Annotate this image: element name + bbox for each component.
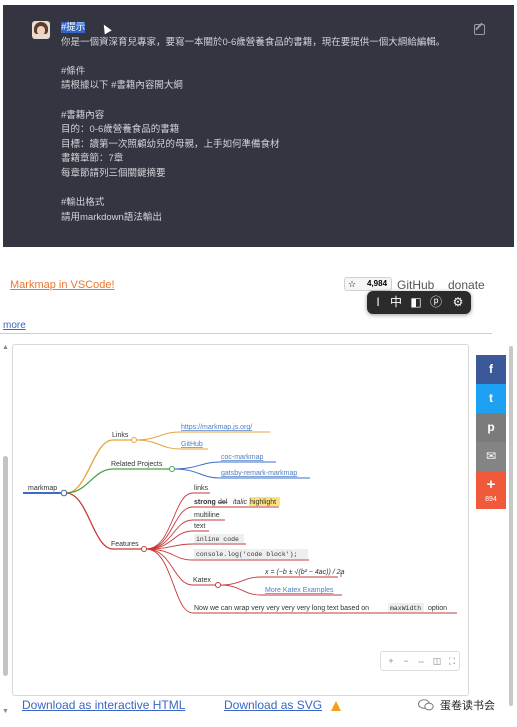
fullscreen-icon[interactable]: ⛶ [448, 656, 456, 666]
github-star-button[interactable]: ☆ 4,984 [344, 277, 392, 291]
gatsby-markmap-link[interactable]: gatsby-remark-markmap [221, 470, 297, 477]
mindmap-canvas[interactable]: markmap Links https://markmap.js.org/ Gi… [12, 344, 469, 696]
contrast-icon[interactable]: ◧ [410, 295, 422, 309]
prompt-line: 書籍章節：7章 [61, 153, 124, 165]
text-cursor-icon: I [340, 572, 342, 579]
feature-inline-code: inline code [196, 536, 239, 543]
mindmap-svg: markmap Links https://markmap.js.org/ Gi… [23, 424, 457, 614]
feature-highlight: highlight [250, 499, 276, 506]
scroll-down-icon[interactable]: ▼ [2, 708, 9, 715]
zoom-controls: + − ⇔ ◫ ⛶ [380, 651, 460, 671]
feature-del: del [218, 499, 228, 506]
user-avatar [32, 21, 50, 39]
download-html-link[interactable]: Download as interactive HTML [22, 698, 186, 712]
feature-strong: strong [194, 499, 216, 506]
feature-italic: italic [233, 499, 248, 506]
features-node[interactable]: Features [111, 541, 139, 548]
email-icon[interactable]: ✉ [476, 442, 506, 471]
toggle-icon[interactable]: ◫ [432, 656, 442, 666]
facebook-icon[interactable]: f [476, 355, 506, 384]
share-more-button[interactable]: + 894 [476, 471, 506, 509]
feature-code-block: console.log('code block'); [196, 551, 297, 558]
scroll-up-icon[interactable]: ▲ [2, 344, 9, 351]
share-sidebar: f t p ✉ + 894 [476, 355, 506, 509]
zoom-out-icon[interactable]: − [403, 656, 409, 666]
chat-message-panel: #提示 你是一個資深育兒專家，要寫一本關於0-6歲營養食品的書籍，現在要提供一個… [3, 5, 514, 247]
more-link[interactable]: more [3, 320, 26, 331]
edit-icon[interactable] [474, 24, 485, 35]
vscode-link[interactable]: Markmap in VSCode! [10, 279, 115, 291]
wrap-code: maxWidth [390, 605, 421, 612]
divider [0, 333, 492, 334]
github-node-link[interactable]: GitHub [181, 441, 203, 448]
markmap-site-link[interactable]: https://markmap.js.org/ [181, 424, 252, 431]
twitter-icon[interactable]: t [476, 384, 506, 413]
scroll-thumb[interactable] [509, 346, 513, 706]
prompt-line: 請用markdown語法輸出 [61, 211, 162, 223]
prompt-line: 每章節請列三個關鍵摘要 [61, 167, 166, 179]
links-node[interactable]: Links [112, 432, 129, 439]
floating-toolbar: I 中 ◧ ⓟ ⚙ [367, 291, 471, 314]
donate-link[interactable]: donate [448, 278, 485, 292]
github-link[interactable]: GitHub [397, 278, 435, 292]
related-projects-node[interactable]: Related Projects [111, 461, 163, 468]
share-count: 894 [485, 496, 497, 503]
gear-icon[interactable]: ⚙ [452, 295, 464, 309]
print-icon[interactable]: p [476, 413, 506, 442]
scroll-thumb[interactable] [3, 456, 8, 676]
prompt-line: 你是一個資深育兒專家，要寫一本關於0-6歲營養食品的書籍，現在要提供一個大綱給編… [61, 36, 446, 48]
feature-links: links [194, 485, 209, 492]
text-cursor-icon[interactable]: I [376, 295, 380, 309]
clip-icon[interactable]: ⓟ [429, 295, 442, 309]
prompt-line: #書籍內容 [61, 109, 105, 121]
markmap-page: Markmap in VSCode! ☆ 4,984 GitHub donate… [0, 258, 517, 727]
katex-node[interactable]: Katex [193, 577, 211, 584]
prompt-line: 請根據以下 #書籍內容開大綱 [61, 80, 183, 92]
prompt-line: 目標：讀第一次照顧幼兒的母親，上手如何準備食材 [61, 138, 280, 150]
katex-formula: x = (−b ± √(b² − 4ac)) / 2a [264, 568, 345, 576]
prompt-text-block: #提示 你是一個資深育兒專家，要寫一本關於0-6歲營養食品的書籍，現在要提供一個… [61, 21, 445, 225]
plus-icon: + [486, 476, 496, 493]
prompt-line: #條件 [61, 65, 86, 77]
download-svg-link[interactable]: Download as SVG [224, 698, 323, 712]
right-scrollbar[interactable] [508, 344, 515, 719]
star-count: 4,984 [367, 279, 388, 288]
fit-icon[interactable]: ⇔ [416, 656, 426, 666]
coc-markmap-link[interactable]: coc-markmap [221, 454, 264, 461]
root-node[interactable]: markmap [28, 485, 57, 492]
star-icon: ☆ [348, 279, 357, 289]
prompt-line: 目的：0-6歲營養食品的書籍 [61, 124, 180, 136]
left-scrollbar[interactable]: ▲ ▼ [0, 344, 10, 715]
chinese-toggle-button[interactable]: 中 [389, 295, 402, 309]
warning-icon [331, 701, 341, 711]
prompt-line: #輸出格式 [61, 197, 105, 209]
wechat-icon [418, 699, 434, 711]
wrap-text: Now we can wrap very very very very long… [194, 605, 369, 612]
zoom-in-icon[interactable]: + [388, 656, 394, 666]
watermark-text: 蛋卷读书会 [440, 700, 495, 712]
feature-multiline: multiline [194, 512, 220, 519]
feature-text: text [194, 523, 205, 530]
katex-examples-link[interactable]: More Katex Examples [265, 587, 334, 594]
wrap-text-option: option [428, 605, 447, 612]
prompt-tag: #提示 [61, 22, 86, 33]
